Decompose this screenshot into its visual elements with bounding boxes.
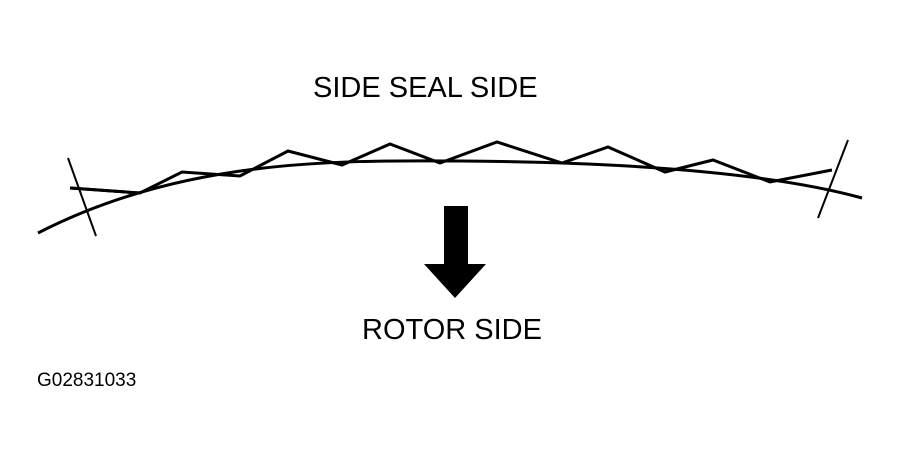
side-seal-side-label: SIDE SEAL SIDE [313,72,538,104]
arrow-down-icon [424,206,486,298]
left-end-mark [67,157,97,237]
seal-wave [69,140,833,195]
figure-code: G02831033 [37,370,137,391]
rotor-side-label: ROTOR SIDE [362,314,542,346]
housing-curve [37,159,863,235]
right-end-mark [817,139,849,219]
